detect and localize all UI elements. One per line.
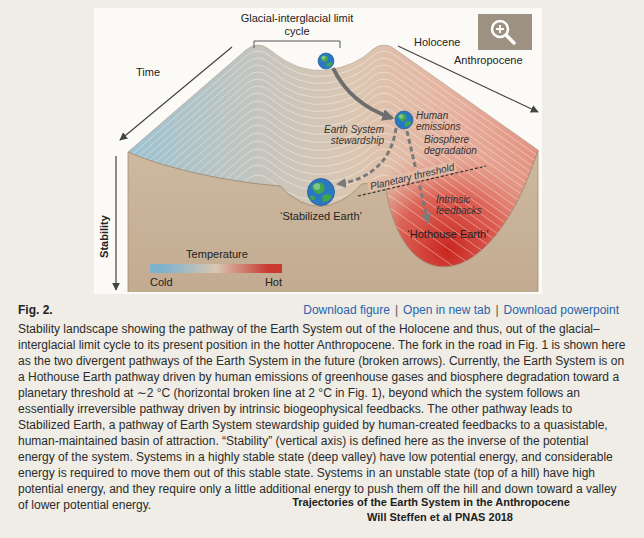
state-label: ‘Hothouse Earth’: [407, 228, 488, 241]
pathway-label: Human emissions: [416, 110, 470, 132]
legend-label: Cold: [150, 276, 173, 289]
zoom-icon: [478, 14, 532, 50]
figure-link: Download powerpoint: [504, 303, 619, 317]
front-edge: [128, 150, 538, 267]
axis-label: Stability: [97, 215, 110, 258]
contour-lines: [128, 51, 538, 328]
time-arrow: [398, 46, 538, 112]
legend-label: Hot: [265, 276, 282, 289]
pathway-label: Earth System stewardship: [314, 124, 384, 146]
link-row: Download figure | Open in new tab | Download…: [298, 303, 624, 317]
figure-caption: Stability landscape showing the pathway …: [18, 321, 626, 513]
pathway-label: Biosphere degradation: [424, 134, 486, 156]
holocene-pathway-arrow: [333, 68, 392, 118]
legend-title: Temperature: [186, 248, 248, 261]
earth-globe: [308, 179, 335, 206]
cycle-label: Glacial-interglacial limit cycle: [240, 12, 354, 38]
state-label: ‘Stabilized Earth’: [280, 210, 362, 223]
time-arrow: [120, 47, 232, 140]
back-edge: [128, 45, 538, 152]
link-separator: |: [495, 303, 498, 317]
link-separator: |: [395, 303, 398, 317]
figure-link: Download figure: [303, 303, 390, 317]
figure-link: Open in new tab: [403, 303, 490, 317]
temperature-gradient: [164, 264, 268, 273]
stability-axis-arrow: [115, 156, 116, 290]
threshold-label: Planetary threshold: [367, 160, 457, 191]
axis-label: Time: [136, 66, 160, 79]
legend-swatch: [268, 264, 282, 273]
side-edge: [128, 150, 538, 292]
pathway-label: Intrinsic feedbacks: [436, 194, 492, 216]
source-note: Trajectories of the Earth System in the …: [292, 496, 570, 509]
limit-cycle-bracket: [254, 41, 340, 48]
source-note: Will Steffen et al PNAS 2018: [367, 511, 513, 524]
figure-number: Fig. 2.: [18, 303, 53, 317]
earth-globe: [395, 111, 413, 129]
epoch-label: Holocene: [414, 36, 460, 49]
hothouse-glow: [128, 40, 540, 300]
temperature-scale: [150, 264, 282, 273]
epoch-label: Anthropocene: [454, 54, 523, 67]
legend-swatch: [150, 264, 164, 273]
earth-globe: [318, 53, 334, 69]
